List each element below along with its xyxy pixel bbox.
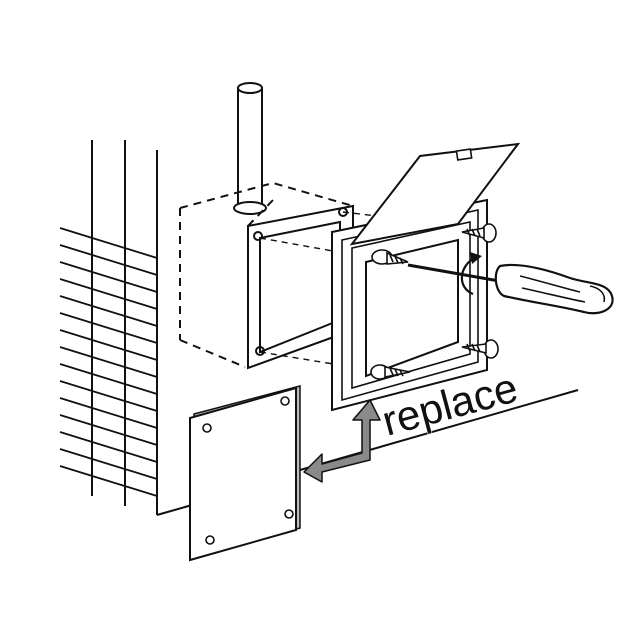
screw-bottom-left xyxy=(370,364,411,380)
junction-box xyxy=(179,181,354,370)
replace-arrow-icon xyxy=(303,399,381,483)
screw-top-left xyxy=(371,249,409,265)
screw-icon xyxy=(370,223,499,380)
rotation-arrow-icon xyxy=(460,252,482,296)
conduit-pipe xyxy=(233,82,267,215)
screwdriver-icon xyxy=(407,263,614,315)
weatherproof-cover xyxy=(331,198,488,412)
screw-top-right xyxy=(461,223,497,243)
screw-bottom-right xyxy=(461,339,499,359)
wall-siding xyxy=(59,140,579,516)
hinged-lid xyxy=(349,142,521,246)
replacement-cover-plate xyxy=(189,385,301,562)
